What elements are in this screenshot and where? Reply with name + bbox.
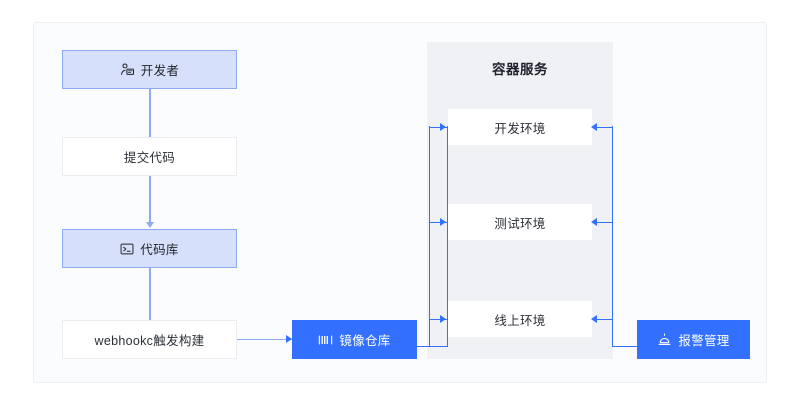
arrowhead-registry-to-env-prod xyxy=(440,315,446,323)
connector-registry-to-env-dev xyxy=(429,126,447,128)
node-commit-code-label: 提交代码 xyxy=(123,151,176,165)
connector-registry-to-env-prod xyxy=(429,318,447,320)
arrowhead-webhook-to-registry xyxy=(286,335,292,343)
connector-registry-bus-stub xyxy=(417,345,448,347)
node-env-dev[interactable]: 开发环境 xyxy=(447,108,593,146)
connector-webhook-to-registry xyxy=(237,338,292,340)
arrowhead-alert-to-env-dev xyxy=(591,123,597,131)
arrowhead-alert-to-env-test xyxy=(591,218,597,226)
connector-commit-to-repo xyxy=(149,176,151,227)
node-image-registry[interactable]: 镜像仓库 xyxy=(292,320,417,359)
node-developer[interactable]: 开发者 xyxy=(62,50,237,89)
node-commit-code[interactable]: 提交代码 xyxy=(62,137,237,176)
arrowhead-registry-to-env-dev xyxy=(440,123,446,131)
container-service-title: 容器服务 xyxy=(492,62,548,77)
node-env-dev-label: 开发环境 xyxy=(494,121,546,136)
terminal-console-icon xyxy=(120,242,134,256)
node-env-test-label: 测试环境 xyxy=(494,216,546,231)
node-env-prod[interactable]: 线上环境 xyxy=(447,300,593,338)
node-image-registry-label: 镜像仓库 xyxy=(339,334,391,348)
registry-bars-icon xyxy=(318,333,333,347)
node-alert-management-label: 报警管理 xyxy=(678,334,730,348)
connector-developer-to-commit xyxy=(149,89,151,137)
node-env-test[interactable]: 测试环境 xyxy=(447,203,593,241)
node-webhook-build-label: webhookc触发构建 xyxy=(94,334,205,348)
connector-repo-to-webhook xyxy=(149,268,151,320)
arrowhead-commit-to-repo xyxy=(145,222,154,228)
connector-alert-bus-stub xyxy=(612,345,639,347)
arrowhead-registry-to-env-test xyxy=(440,218,446,226)
connector-alert-to-env-dev xyxy=(593,126,612,128)
node-alert-management[interactable]: 报警管理 xyxy=(637,320,750,359)
connector-registry-bus-vertical xyxy=(446,126,448,346)
connector-alert-bus-vertical xyxy=(611,126,613,346)
arrowhead-alert-to-env-prod xyxy=(591,315,597,323)
developer-person-icon xyxy=(120,62,135,77)
node-webhook-build[interactable]: webhookc触发构建 xyxy=(62,320,237,359)
connector-alert-to-env-prod xyxy=(593,318,612,320)
node-code-repo-label: 代码库 xyxy=(140,243,179,257)
node-code-repo[interactable]: 代码库 xyxy=(62,229,237,268)
connector-alert-to-env-test xyxy=(593,221,612,223)
node-developer-label: 开发者 xyxy=(140,64,180,78)
node-env-prod-label: 线上环境 xyxy=(494,313,546,328)
connector-registry-to-env-test xyxy=(429,221,447,223)
connector-registry-riser xyxy=(428,126,430,346)
alarm-siren-icon xyxy=(657,332,672,347)
